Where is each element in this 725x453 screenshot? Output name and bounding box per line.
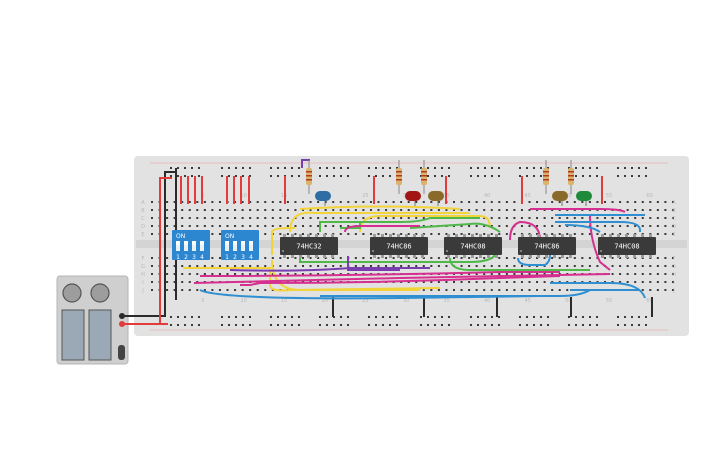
chip-label: 74HC86 — [386, 243, 411, 251]
row-letter: J — [672, 288, 674, 294]
column-number: 10 — [240, 298, 246, 304]
dip-number: 2 — [233, 254, 237, 261]
ic-chip: 74HC86 — [518, 234, 576, 258]
row-letter: J — [141, 288, 143, 294]
resistor — [543, 160, 549, 194]
column-number: 10 — [240, 193, 246, 199]
ic-chip: 74HC32 — [280, 234, 338, 258]
column-number: 35 — [443, 298, 449, 304]
black-jumper-wires — [332, 297, 653, 317]
battery-pack — [56, 275, 129, 365]
ic-chip: 74HC08 — [444, 234, 502, 258]
dip-number: 2 — [184, 254, 188, 261]
dip-toggle[interactable] — [176, 241, 180, 245]
dip-toggle[interactable] — [225, 241, 229, 245]
dip-number: 4 — [249, 254, 253, 261]
column-number: 60 — [646, 298, 652, 304]
row-letter: H — [672, 272, 676, 278]
chip-label: 74HC08 — [460, 243, 485, 251]
resistors — [306, 160, 574, 194]
row-letter: G — [141, 264, 145, 270]
leds — [315, 191, 592, 206]
dip-number: 3 — [241, 254, 245, 261]
row-letter: E — [672, 232, 675, 238]
column-number: 50 — [565, 298, 571, 304]
dip-toggle[interactable] — [249, 241, 253, 245]
led — [576, 191, 592, 206]
column-number: 55 — [606, 298, 612, 304]
resistor — [396, 160, 402, 194]
row-letter: F — [673, 256, 676, 262]
battery-cell — [88, 309, 112, 361]
row-letter: A — [141, 200, 145, 206]
column-number: 60 — [646, 193, 652, 199]
dip-number: 3 — [192, 254, 196, 261]
signal-wires — [183, 159, 646, 300]
chip-label: 74HC32 — [296, 243, 321, 251]
dip-toggle[interactable] — [184, 241, 188, 245]
column-number: 55 — [606, 193, 612, 199]
dip-toggle[interactable] — [192, 241, 196, 245]
row-letter: D — [141, 224, 145, 230]
column-number: 20 — [322, 298, 328, 304]
dip-toggle[interactable] — [241, 241, 245, 245]
red-jumper-wires — [180, 176, 603, 204]
led — [428, 191, 444, 206]
chip-label: 74HC08 — [614, 243, 639, 251]
resistor — [568, 160, 574, 194]
dip-toggle[interactable] — [233, 241, 237, 245]
column-number: 25 — [362, 298, 368, 304]
led — [405, 191, 421, 206]
row-letter: I — [673, 280, 674, 286]
column-number: 40 — [484, 298, 490, 304]
dip-toggle[interactable] — [200, 241, 204, 245]
resistor — [421, 160, 427, 194]
led — [552, 191, 568, 206]
column-number: 25 — [362, 193, 368, 199]
dip-number: 1 — [176, 254, 180, 261]
chip-label: 74HC86 — [534, 243, 559, 251]
battery-cell — [61, 309, 85, 361]
led — [315, 191, 331, 206]
dip-number: 1 — [225, 254, 229, 261]
row-letter: B — [672, 208, 676, 214]
column-number: 50 — [565, 193, 571, 199]
row-letter: G — [672, 264, 676, 270]
ic-chips: 74HC32 74HC86 74HC08 74HC86 74HC08 — [280, 234, 656, 258]
column-number: 15 — [281, 298, 287, 304]
ic-chip: 74HC86 — [370, 234, 428, 258]
row-letter: I — [142, 280, 143, 286]
row-letter: C — [141, 216, 145, 222]
row-letter: B — [141, 208, 145, 214]
row-letter: F — [142, 256, 145, 262]
power-rail-lines — [150, 162, 668, 331]
dip-on-label: ON — [176, 233, 185, 240]
resistor — [306, 160, 312, 194]
column-number: 30 — [403, 298, 409, 304]
row-letter: E — [141, 232, 144, 238]
column-number: 5 — [201, 298, 204, 304]
column-number: 45 — [525, 298, 531, 304]
row-letter: D — [672, 224, 676, 230]
battery-terminal-icon — [62, 283, 82, 303]
dip-number: 4 — [200, 254, 204, 261]
power-wires — [119, 168, 177, 327]
row-letter: C — [672, 216, 676, 222]
row-letter: H — [141, 272, 145, 278]
column-number: 40 — [484, 193, 490, 199]
battery-terminal-icon — [90, 283, 110, 303]
dip-on-label: ON — [225, 233, 234, 240]
ic-chip: 74HC08 — [598, 234, 656, 258]
row-letter: A — [672, 200, 676, 206]
column-number: 45 — [525, 193, 531, 199]
